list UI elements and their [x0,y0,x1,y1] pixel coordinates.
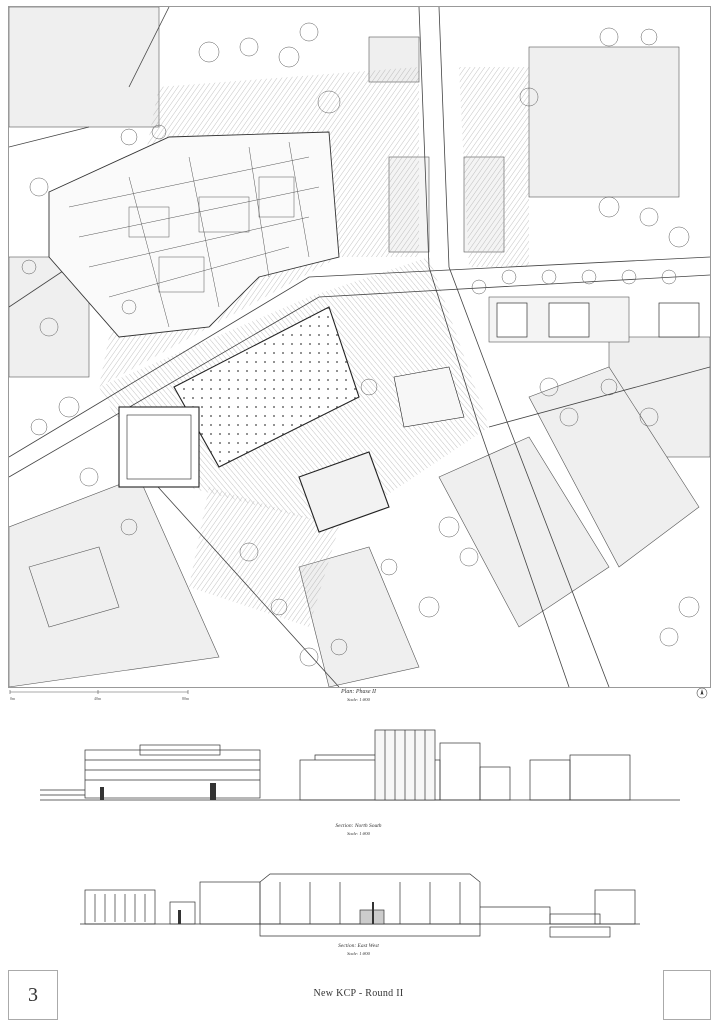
section-north-south-drawing [40,729,680,801]
section-east-west-title: Section: East West [338,943,379,949]
new-main-building [118,306,465,533]
plan-caption-scale: Scale: 1:800 [347,697,370,702]
roads [9,7,710,687]
scale-bar: 0m 40m 80m [9,690,190,701]
sheet-number: 3 [28,983,38,1006]
scale-tick-0: 0m [10,696,16,701]
tree-canopies [21,22,700,667]
section-north-south-caption: Section: North South Scale: 1:800 [0,823,717,837]
scale-tick-1: 40m [94,696,102,701]
plan-caption: Plan: Phase II Scale: 1:800 [0,689,717,703]
sheet-number-box: 3 [8,970,58,1020]
sheet-right-box [663,970,711,1020]
section-north-south-title: Section: North South [335,823,382,829]
section-east-west-drawing [80,873,640,938]
scale-tick-2: 80m [182,696,190,701]
tower-blocks [496,302,700,338]
section-east-west-caption: Section: East West Scale: 1:800 [0,943,717,957]
site-plan-svg [9,7,710,687]
site-plan-drawing [8,6,711,688]
section-north-south-scale: Scale: 1:800 [347,831,370,836]
north-arrow-icon [696,687,708,699]
existing-building-complex [48,131,340,338]
section-east-west-scale: Scale: 1:800 [347,951,370,956]
sheet-title: New KCP - Round II [313,988,404,999]
plan-caption-title: Plan: Phase II [341,689,376,695]
city-blocks [9,7,710,687]
